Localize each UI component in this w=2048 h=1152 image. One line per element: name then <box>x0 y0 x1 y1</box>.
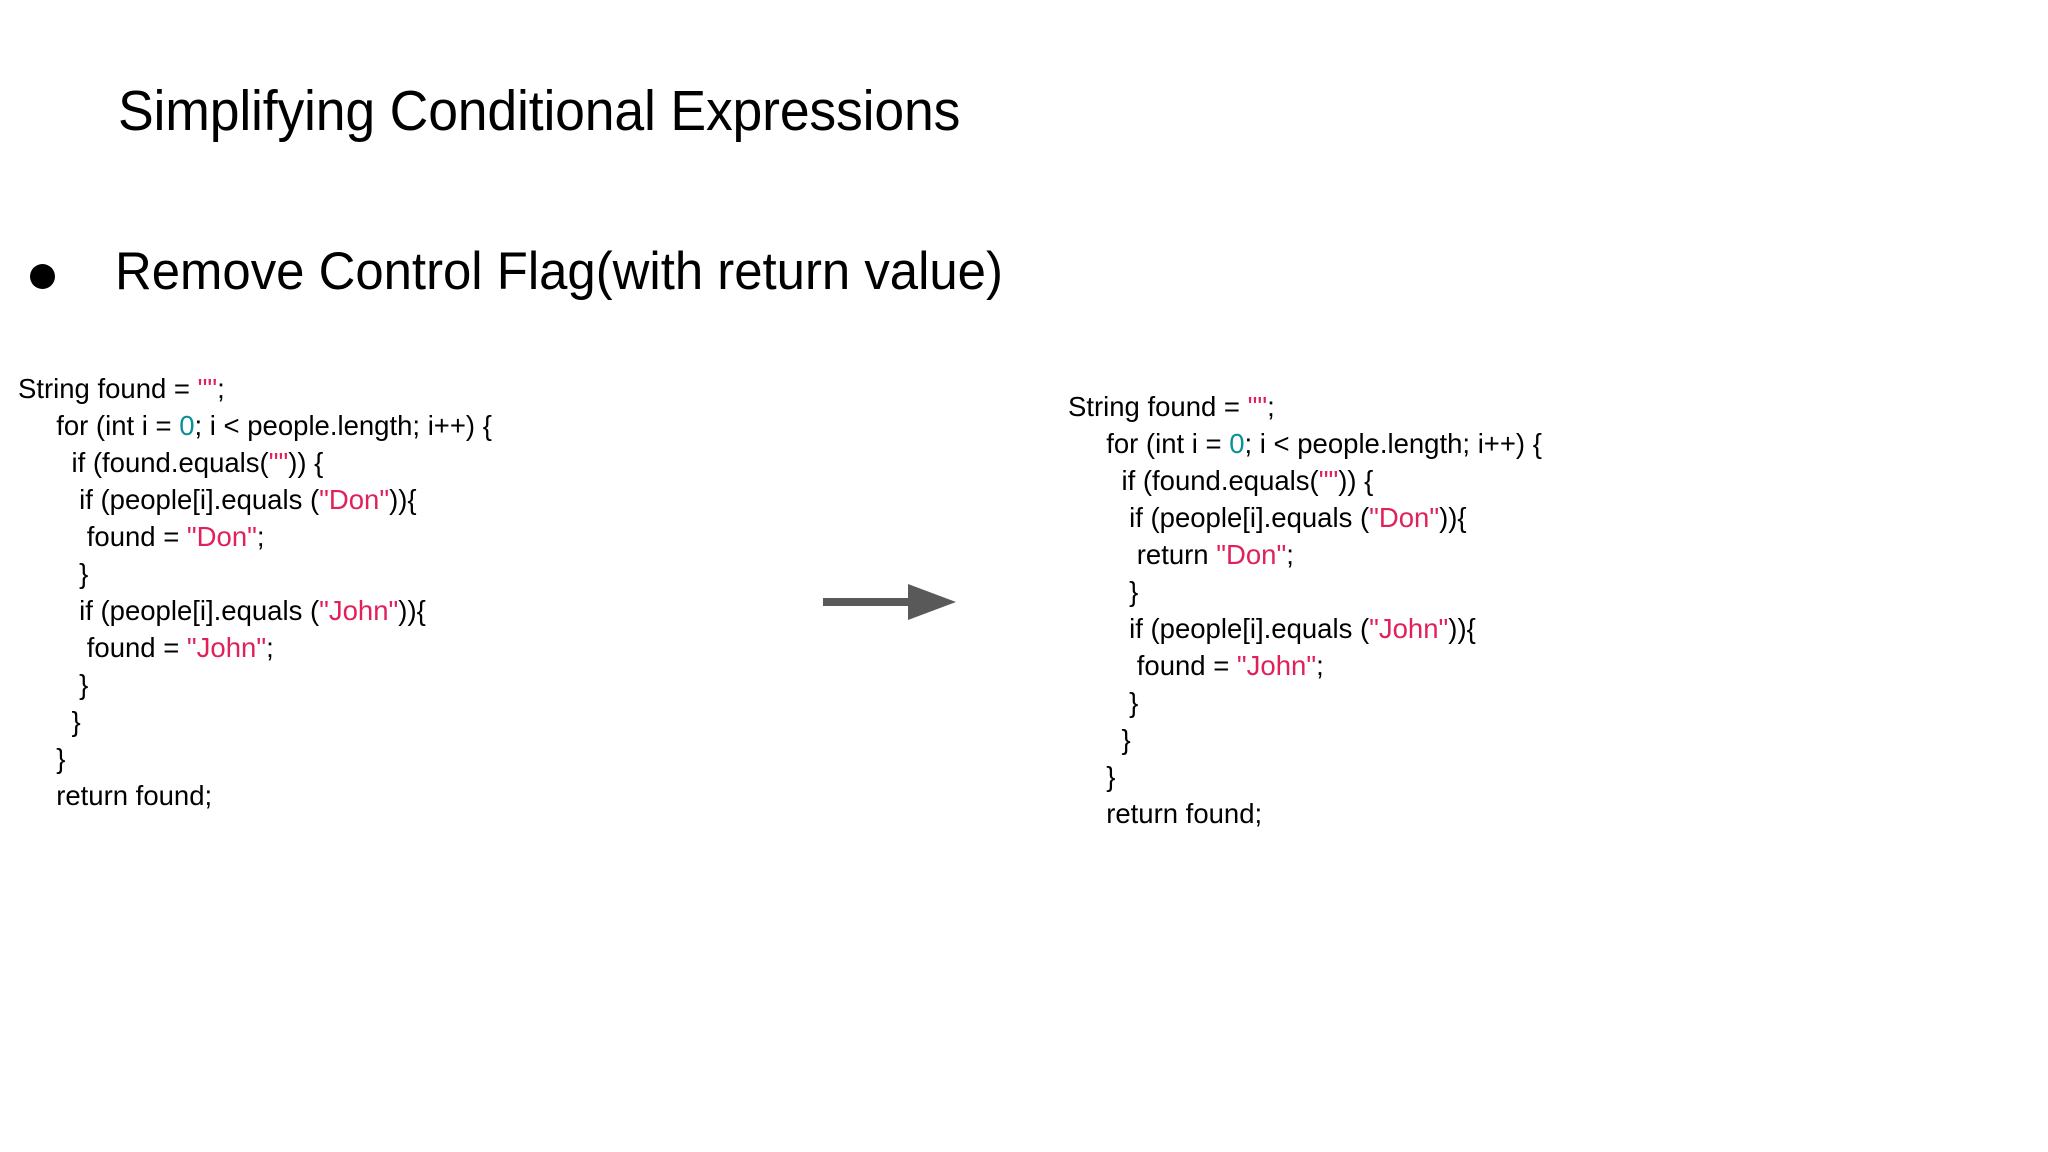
number-literal: 0 <box>179 410 195 441</box>
string-literal: "" <box>197 373 218 404</box>
code-text: )){ <box>389 484 417 515</box>
code-text: ; i < people.length; i++) { <box>1244 428 1542 459</box>
code-text: } <box>18 558 89 589</box>
code-text: )){ <box>398 595 426 626</box>
code-line: if (people[i].equals ("Don")){ <box>18 481 492 518</box>
code-text: ; <box>217 373 225 404</box>
code-text: ; <box>266 632 274 663</box>
code-text: )){ <box>1448 613 1476 644</box>
code-text: } <box>18 669 89 700</box>
string-literal: "John" <box>186 632 267 663</box>
bullet-dot-icon <box>30 264 55 289</box>
code-text: found = <box>18 632 187 663</box>
code-text: found = <box>1068 650 1237 681</box>
code-line: found = "John"; <box>1068 647 1542 684</box>
code-text: return found; <box>18 780 213 811</box>
string-literal: "" <box>268 447 289 478</box>
code-text: for (int i = <box>1068 428 1230 459</box>
code-line: String found = ""; <box>18 370 492 407</box>
code-line: if (people[i].equals ("John")){ <box>18 592 492 629</box>
code-text: for (int i = <box>18 410 180 441</box>
code-text: )) { <box>288 447 324 478</box>
code-line: if (found.equals("")) { <box>1068 462 1542 499</box>
page-title: Simplifying Conditional Expressions <box>118 79 961 143</box>
code-line: for (int i = 0; i < people.length; i++) … <box>1068 425 1542 462</box>
code-line: return "Don"; <box>1068 536 1542 573</box>
code-text: if (people[i].equals ( <box>18 484 320 515</box>
code-text: } <box>1068 687 1139 718</box>
code-line: } <box>18 555 492 592</box>
arrow-right-icon <box>820 580 960 624</box>
code-text: ; <box>256 521 265 552</box>
string-literal: "Don" <box>319 484 390 515</box>
code-line: } <box>18 740 492 777</box>
code-text: } <box>18 743 66 774</box>
number-literal: 0 <box>1229 428 1245 459</box>
code-text: if (found.equals( <box>1068 465 1319 496</box>
string-literal: "John" <box>1369 613 1449 644</box>
code-block-after: String found = ""; for (int i = 0; i < p… <box>1068 388 1542 832</box>
code-line: if (people[i].equals ("Don")){ <box>1068 499 1542 536</box>
code-line: } <box>1068 573 1542 610</box>
bullet-item-label: Remove Control Flag(with return value) <box>115 242 1003 301</box>
code-text: ; <box>1267 391 1275 422</box>
code-line: if (found.equals("")) { <box>18 444 492 481</box>
code-line: } <box>1068 758 1542 795</box>
code-text: String found = <box>18 373 198 404</box>
code-text: } <box>1068 576 1139 607</box>
code-text: return <box>1068 539 1217 570</box>
code-text: found = <box>18 521 187 552</box>
code-text: return found; <box>1068 798 1263 829</box>
code-text: if (people[i].equals ( <box>1068 502 1370 533</box>
code-text: } <box>18 706 81 737</box>
code-text: )) { <box>1338 465 1374 496</box>
code-text: if (found.equals( <box>18 447 269 478</box>
code-text: if (people[i].equals ( <box>18 595 320 626</box>
code-text: } <box>1068 724 1131 755</box>
string-literal: "" <box>1318 465 1339 496</box>
code-line: } <box>18 666 492 703</box>
string-literal: "Don" <box>1216 539 1287 570</box>
string-literal: "Don" <box>1369 502 1440 533</box>
string-literal: "John" <box>1236 650 1317 681</box>
code-line: found = "John"; <box>18 629 492 666</box>
code-text: ; <box>1316 650 1324 681</box>
code-line: for (int i = 0; i < people.length; i++) … <box>18 407 492 444</box>
string-literal: "Don" <box>186 521 257 552</box>
code-text: String found = <box>1068 391 1248 422</box>
code-line: } <box>18 703 492 740</box>
code-text: } <box>1068 761 1116 792</box>
code-block-before: String found = ""; for (int i = 0; i < p… <box>18 370 492 814</box>
code-text: ; i < people.length; i++) { <box>194 410 492 441</box>
code-line: } <box>1068 721 1542 758</box>
string-literal: "" <box>1247 391 1268 422</box>
code-line: return found; <box>18 777 492 814</box>
code-text: if (people[i].equals ( <box>1068 613 1370 644</box>
string-literal: "John" <box>319 595 399 626</box>
code-line: String found = ""; <box>1068 388 1542 425</box>
code-line: found = "Don"; <box>18 518 492 555</box>
code-line: } <box>1068 684 1542 721</box>
code-text: )){ <box>1439 502 1467 533</box>
code-line: return found; <box>1068 795 1542 832</box>
code-line: if (people[i].equals ("John")){ <box>1068 610 1542 647</box>
bullet-list-item: Remove Control Flag(with return value) <box>30 240 1040 304</box>
code-text: ; <box>1286 539 1294 570</box>
